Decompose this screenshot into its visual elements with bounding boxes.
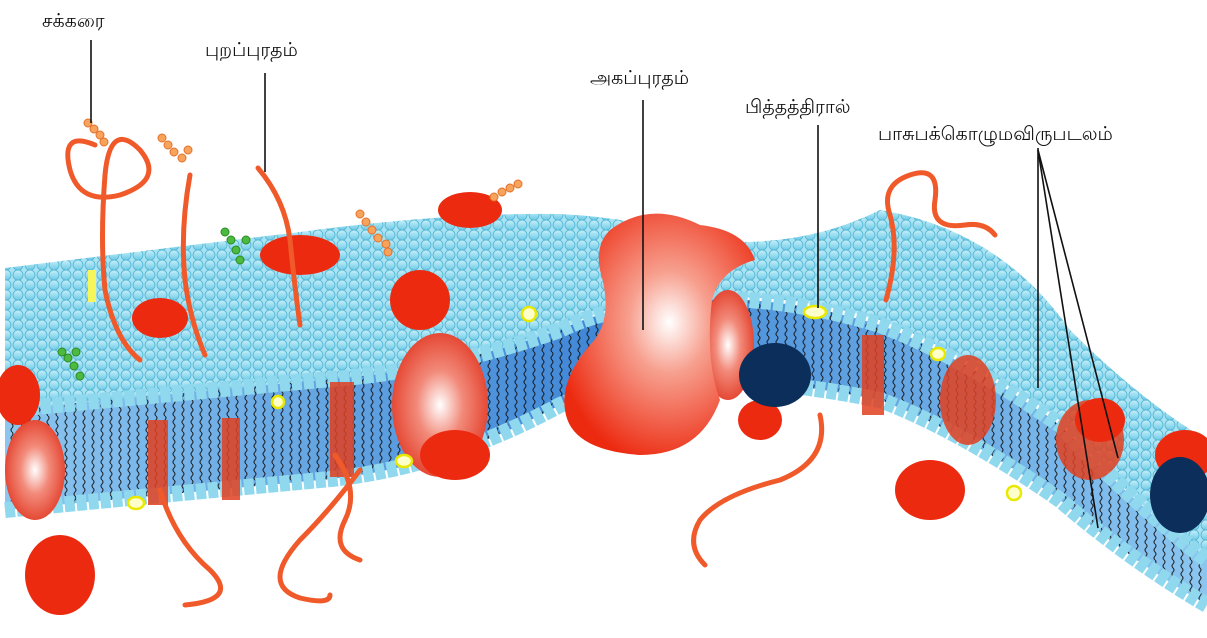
label-phospholipid-bilayer: பாசுபக்கொழுமவிருபடலம் [878, 123, 1113, 146]
label-integral-protein: அகப்புரதம் [590, 67, 689, 90]
label-cholesterol: பித்தத்திரால் [745, 96, 851, 119]
label-peripheral-protein: புறப்புரதம் [205, 39, 298, 62]
label-sugar: சக்கரை [42, 10, 105, 32]
